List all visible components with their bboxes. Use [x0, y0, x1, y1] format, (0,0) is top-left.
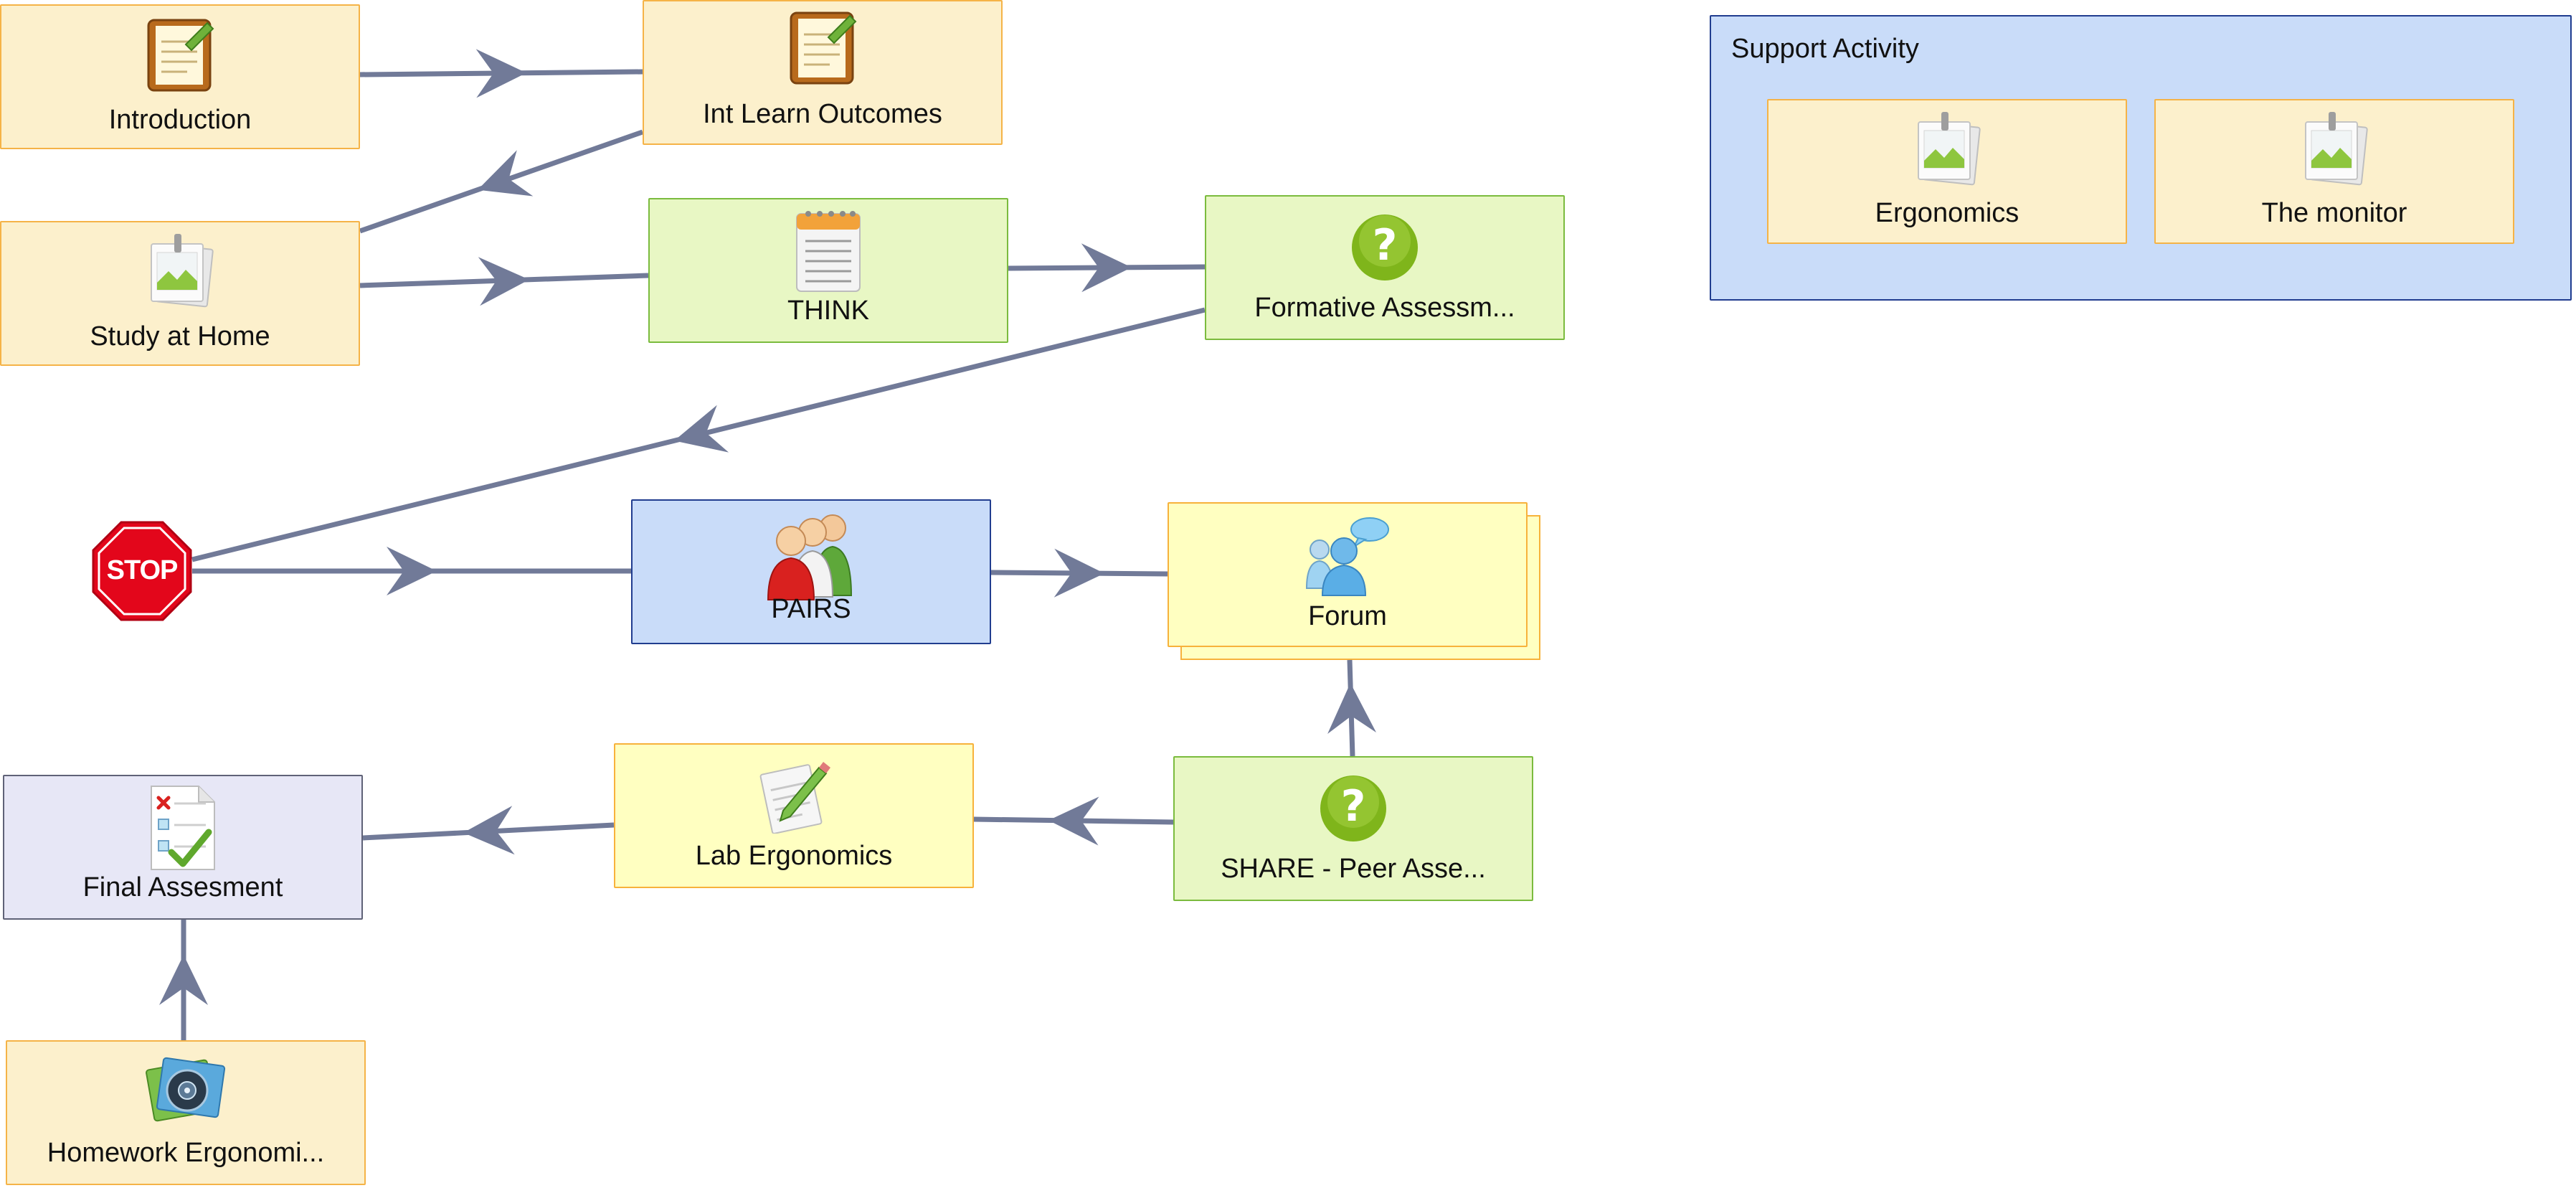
node-label: Ergonomics [1875, 198, 2019, 228]
arrowhead-think-to-formative-assessment [1081, 243, 1132, 293]
svg-text:?: ? [1341, 781, 1366, 831]
node-pairs[interactable]: PAIRS [631, 499, 991, 644]
node-lab-ergonomics[interactable]: Lab Ergonomics [614, 743, 974, 888]
node-share-peer-assessment[interactable]: ? SHARE - Peer Asse... [1173, 756, 1533, 901]
node-label: The monitor [2261, 198, 2407, 228]
node-forum[interactable]: Forum [1168, 502, 1528, 647]
node-ergonomics[interactable]: Ergonomics [1767, 99, 2127, 244]
node-study-at-home[interactable]: Study at Home [0, 221, 360, 366]
node-label: Homework Ergonomi... [47, 1138, 325, 1168]
node-homework-ergonomics[interactable]: Homework Ergonomi... [6, 1040, 366, 1185]
notepad-icon [787, 9, 858, 91]
photo-pin-icon [1911, 109, 1983, 193]
node-think[interactable]: THINK [648, 198, 1008, 343]
node-formative-assessment[interactable]: ? Formative Assessm... [1205, 195, 1565, 340]
node-label: SHARE - Peer Asse... [1221, 854, 1486, 884]
pencil-paper-icon [754, 755, 833, 837]
node-introduction[interactable]: Introduction [0, 4, 360, 149]
stop-sign-icon [92, 521, 192, 621]
node-label: Forum [1308, 601, 1387, 631]
node-label: Formative Assessm... [1254, 293, 1515, 323]
arrowhead-lab-ergonomics-to-final-assessment [463, 806, 515, 855]
forum-chat-icon [1301, 514, 1394, 602]
arrowhead-homework-ergonomics-to-final-assessment [159, 955, 208, 1005]
people-icon [761, 509, 861, 605]
arrowhead-pairs-to-forum [1053, 548, 1104, 598]
question-icon: ? [1350, 212, 1420, 286]
photo-pin-icon [2298, 109, 2370, 193]
group-title: Support Activity [1731, 34, 1919, 64]
stop-label: STOP [106, 555, 179, 585]
checklist-icon [146, 783, 220, 876]
node-final-assessment[interactable]: Final Assesment [3, 775, 363, 920]
node-label: Study at Home [90, 321, 270, 352]
media-icon [141, 1052, 230, 1130]
node-int-learn-outcomes[interactable]: Int Learn Outcomes [643, 0, 1003, 145]
arrowhead-study-at-home-to-think [478, 257, 529, 306]
arrowhead-introduction-to-int-learn-outcomes [475, 49, 526, 98]
arrowhead-share-peer-assessment-to-forum [1327, 683, 1376, 734]
photo-pin-icon [144, 231, 216, 315]
notebook-icon [792, 207, 864, 299]
node-label: Final Assesment [82, 872, 283, 902]
arrowhead-stop-to-pairs [387, 547, 437, 595]
question-icon: ? [1318, 773, 1388, 847]
notepad-icon [144, 16, 216, 98]
node-the-monitor[interactable]: The monitor [2154, 99, 2514, 244]
node-label: Introduction [108, 105, 252, 135]
node-label: PAIRS [771, 594, 851, 624]
node-label: THINK [787, 296, 869, 326]
node-label: Lab Ergonomics [695, 841, 893, 871]
svg-text:?: ? [1373, 220, 1398, 270]
arrowhead-share-peer-assessment-to-lab-ergonomics [1048, 796, 1099, 846]
node-label: Int Learn Outcomes [703, 99, 942, 129]
arrowhead-int-learn-outcomes-to-study-at-home [478, 150, 534, 197]
arrowhead-formative-assessment-to-stop [674, 405, 729, 453]
node-stop[interactable]: STOP [92, 521, 192, 621]
edge-group [159, 49, 1376, 1040]
